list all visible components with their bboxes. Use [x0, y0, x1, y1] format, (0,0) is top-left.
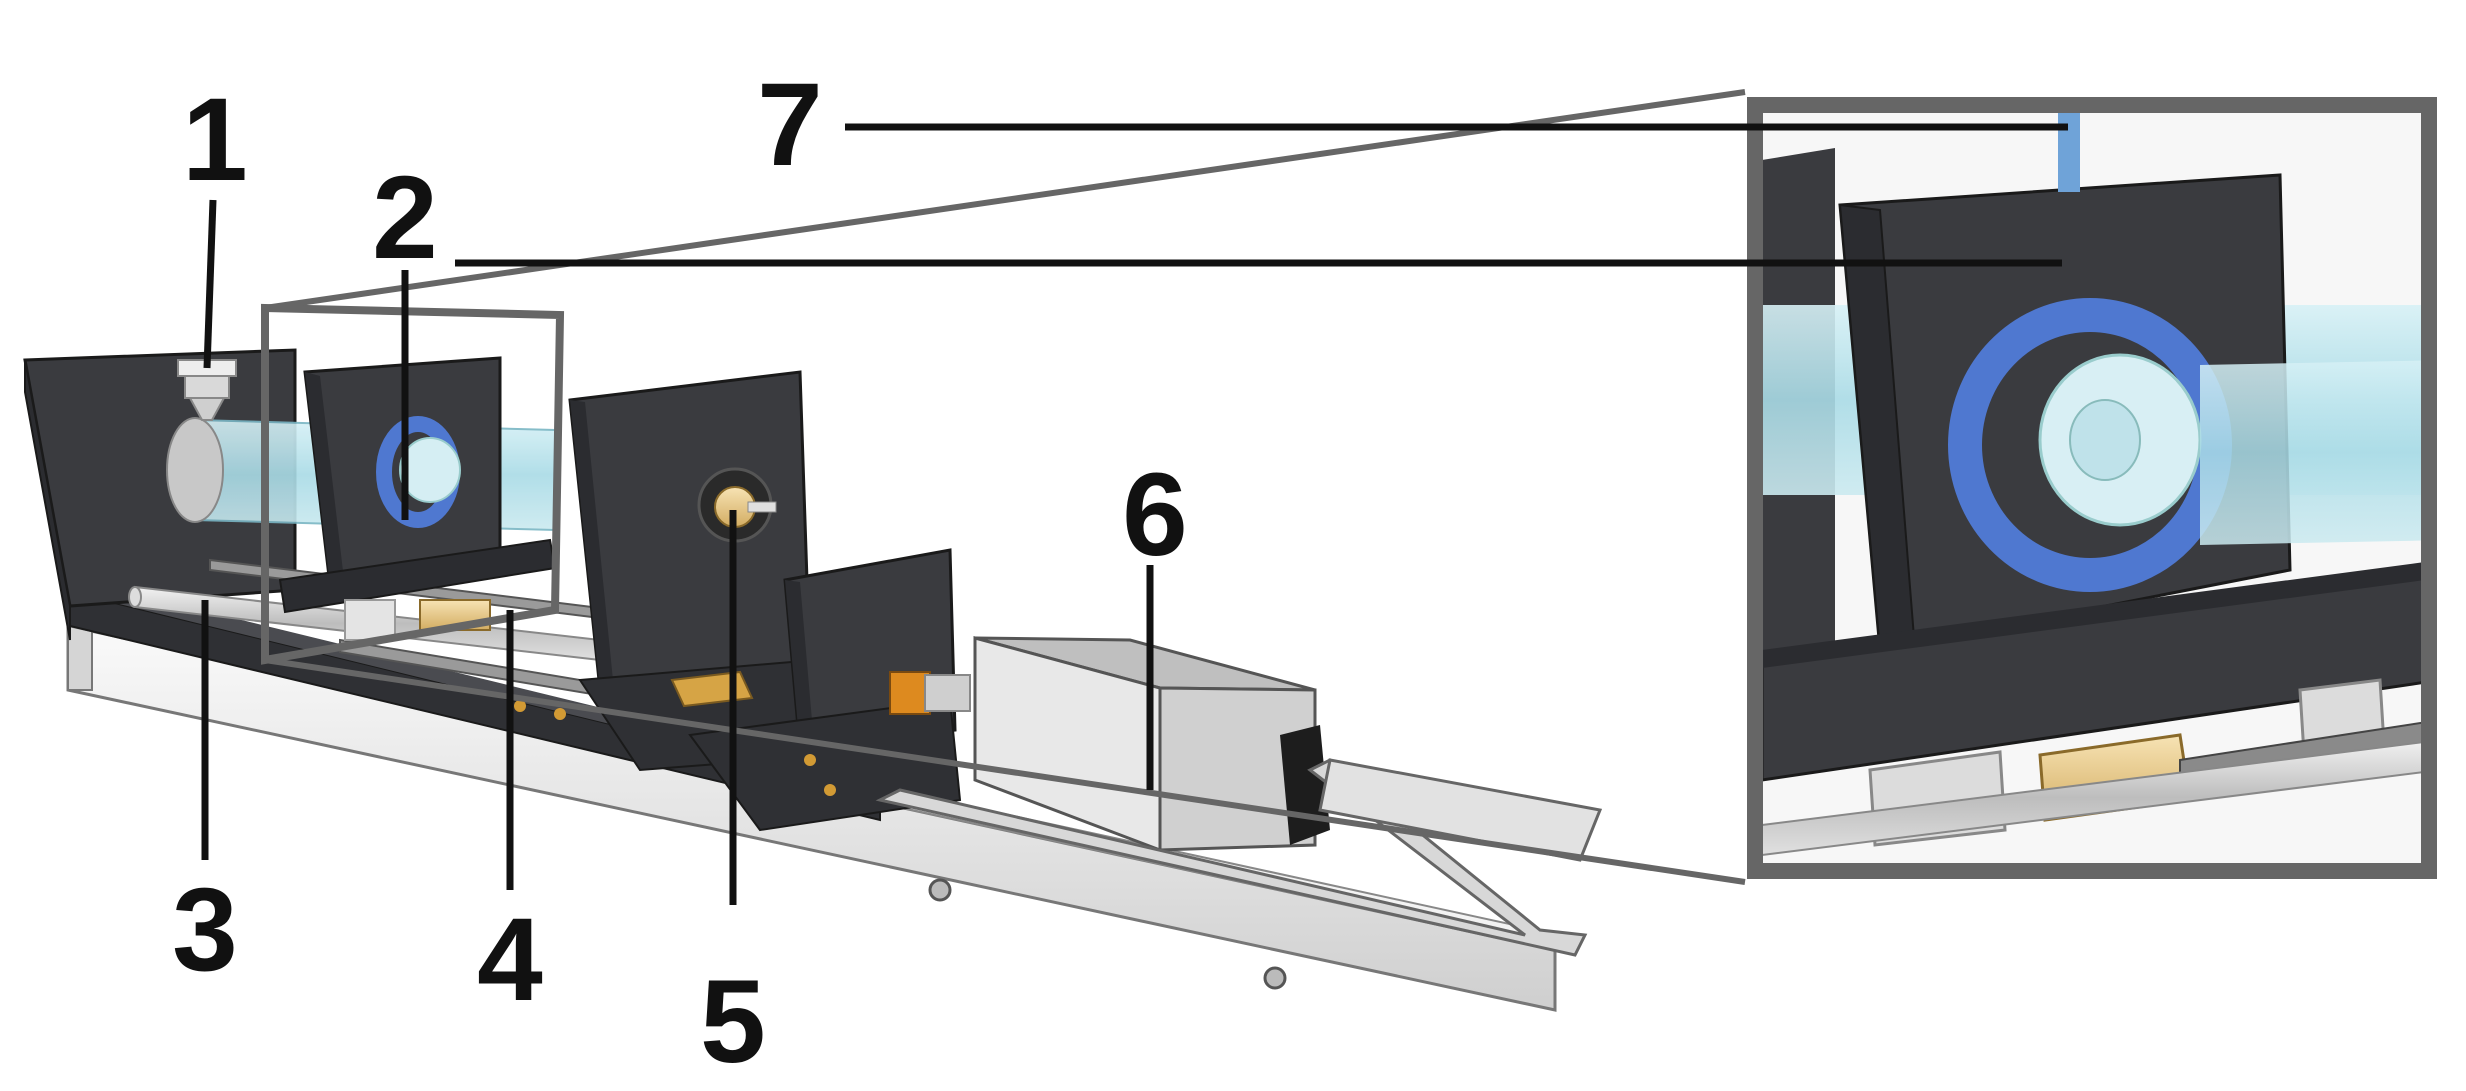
rail-screw-2 — [1263, 966, 1287, 990]
leader-line-1 — [203, 199, 217, 369]
zoom-inset — [1747, 97, 2437, 879]
callout-1: 1 — [182, 74, 248, 206]
callout-7: 7 — [757, 59, 823, 191]
inlet-nozzle — [177, 359, 237, 421]
callout-3: 3 — [172, 864, 238, 996]
main-apparatus — [23, 348, 1603, 1012]
motor-coupling — [889, 671, 971, 715]
callout-4: 4 — [477, 894, 543, 1026]
middle-detector-block — [568, 370, 903, 772]
callout-labels: 1 2 3 4 5 6 7 — [172, 59, 1188, 1088]
callout-5: 5 — [700, 956, 766, 1088]
callout-2: 2 — [372, 152, 438, 284]
zoom-source-frame — [261, 303, 565, 665]
zoom-inset-frame — [1747, 97, 2437, 879]
rail-screw-1 — [928, 878, 952, 902]
callout-6: 6 — [1122, 449, 1188, 581]
leader-lines — [201, 123, 2068, 905]
zoom-gas-line — [2058, 112, 2080, 192]
motor-bracket — [875, 758, 1603, 957]
